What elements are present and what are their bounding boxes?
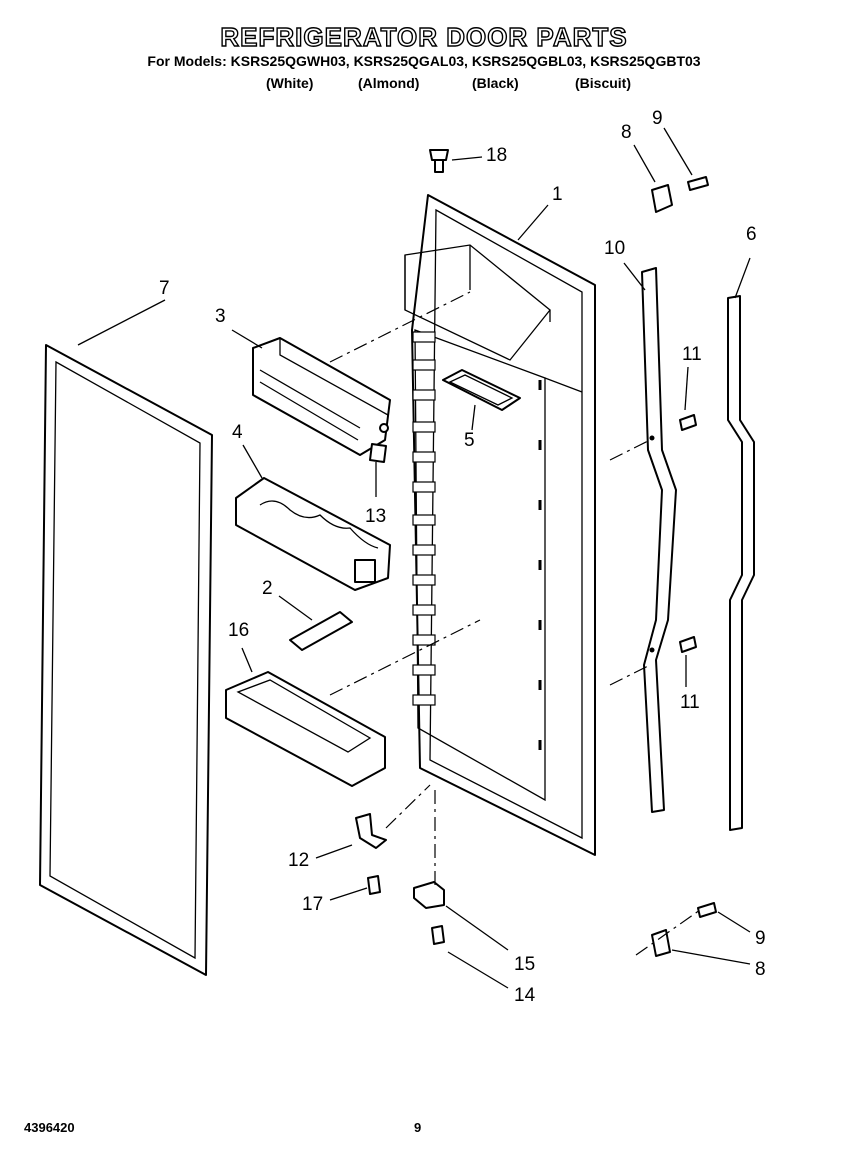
part-15-door-stop	[413, 881, 445, 909]
part-3-top-bin	[252, 337, 391, 456]
color-almond: (Almond)	[358, 75, 420, 91]
part-4-egg-tray	[235, 477, 391, 591]
page-number: 9	[414, 1120, 422, 1135]
part-11-screws	[679, 414, 697, 653]
callout-6: 6	[746, 224, 757, 245]
callouts: 18 1 8 9 10 6 11 7 3 4 5 13 2 16 11 12 1…	[159, 108, 766, 1006]
callout-8-bottom: 8	[755, 959, 766, 980]
part-8-9-top-hinge	[651, 176, 709, 213]
callout-11-top: 11	[682, 344, 702, 365]
part-10-handle-bracket	[641, 267, 677, 813]
alignment-lines	[329, 291, 701, 956]
models-line: For Models: KSRS25QGWH03, KSRS25QGAL03, …	[147, 53, 701, 69]
color-white: (White)	[266, 75, 314, 91]
callout-14: 14	[514, 985, 536, 1006]
part-14-screw	[431, 925, 445, 945]
callout-3: 3	[215, 306, 226, 327]
callout-16: 16	[228, 620, 249, 641]
callout-7: 7	[159, 278, 170, 299]
part-2-bracket	[289, 611, 353, 651]
color-biscuit: (Biscuit)	[575, 75, 631, 91]
callout-9-top: 9	[652, 108, 663, 129]
callout-15: 15	[514, 954, 535, 975]
callout-5: 5	[464, 430, 475, 451]
part-17-screw	[367, 875, 381, 895]
callout-9-bottom: 9	[755, 928, 766, 949]
part-6-door-handle-trim	[727, 295, 755, 831]
callout-11-bottom: 11	[680, 692, 700, 713]
part-7-door-gasket	[39, 344, 213, 976]
part-5-small-tray	[442, 369, 521, 411]
part-16-door-bin	[225, 671, 386, 787]
leader-lines	[77, 127, 751, 989]
document-number: 4396420	[24, 1120, 75, 1135]
callout-10: 10	[604, 238, 625, 259]
callout-8-top: 8	[621, 122, 632, 143]
part-13-clip	[369, 423, 389, 463]
callout-13: 13	[365, 506, 386, 527]
part-8-9-bottom-hinge	[651, 902, 717, 957]
color-black: (Black)	[472, 75, 519, 91]
callout-1: 1	[552, 184, 563, 205]
callout-4: 4	[232, 422, 243, 443]
callout-18: 18	[486, 145, 507, 166]
part-1-door-liner	[404, 194, 596, 856]
callout-12: 12	[288, 850, 309, 871]
callout-2: 2	[262, 578, 273, 599]
part-18-plug	[429, 149, 449, 173]
part-12-hinge-pin	[355, 813, 387, 849]
diagram-title: REFRIGERATOR DOOR PARTS	[220, 21, 628, 52]
callout-17: 17	[302, 894, 323, 915]
